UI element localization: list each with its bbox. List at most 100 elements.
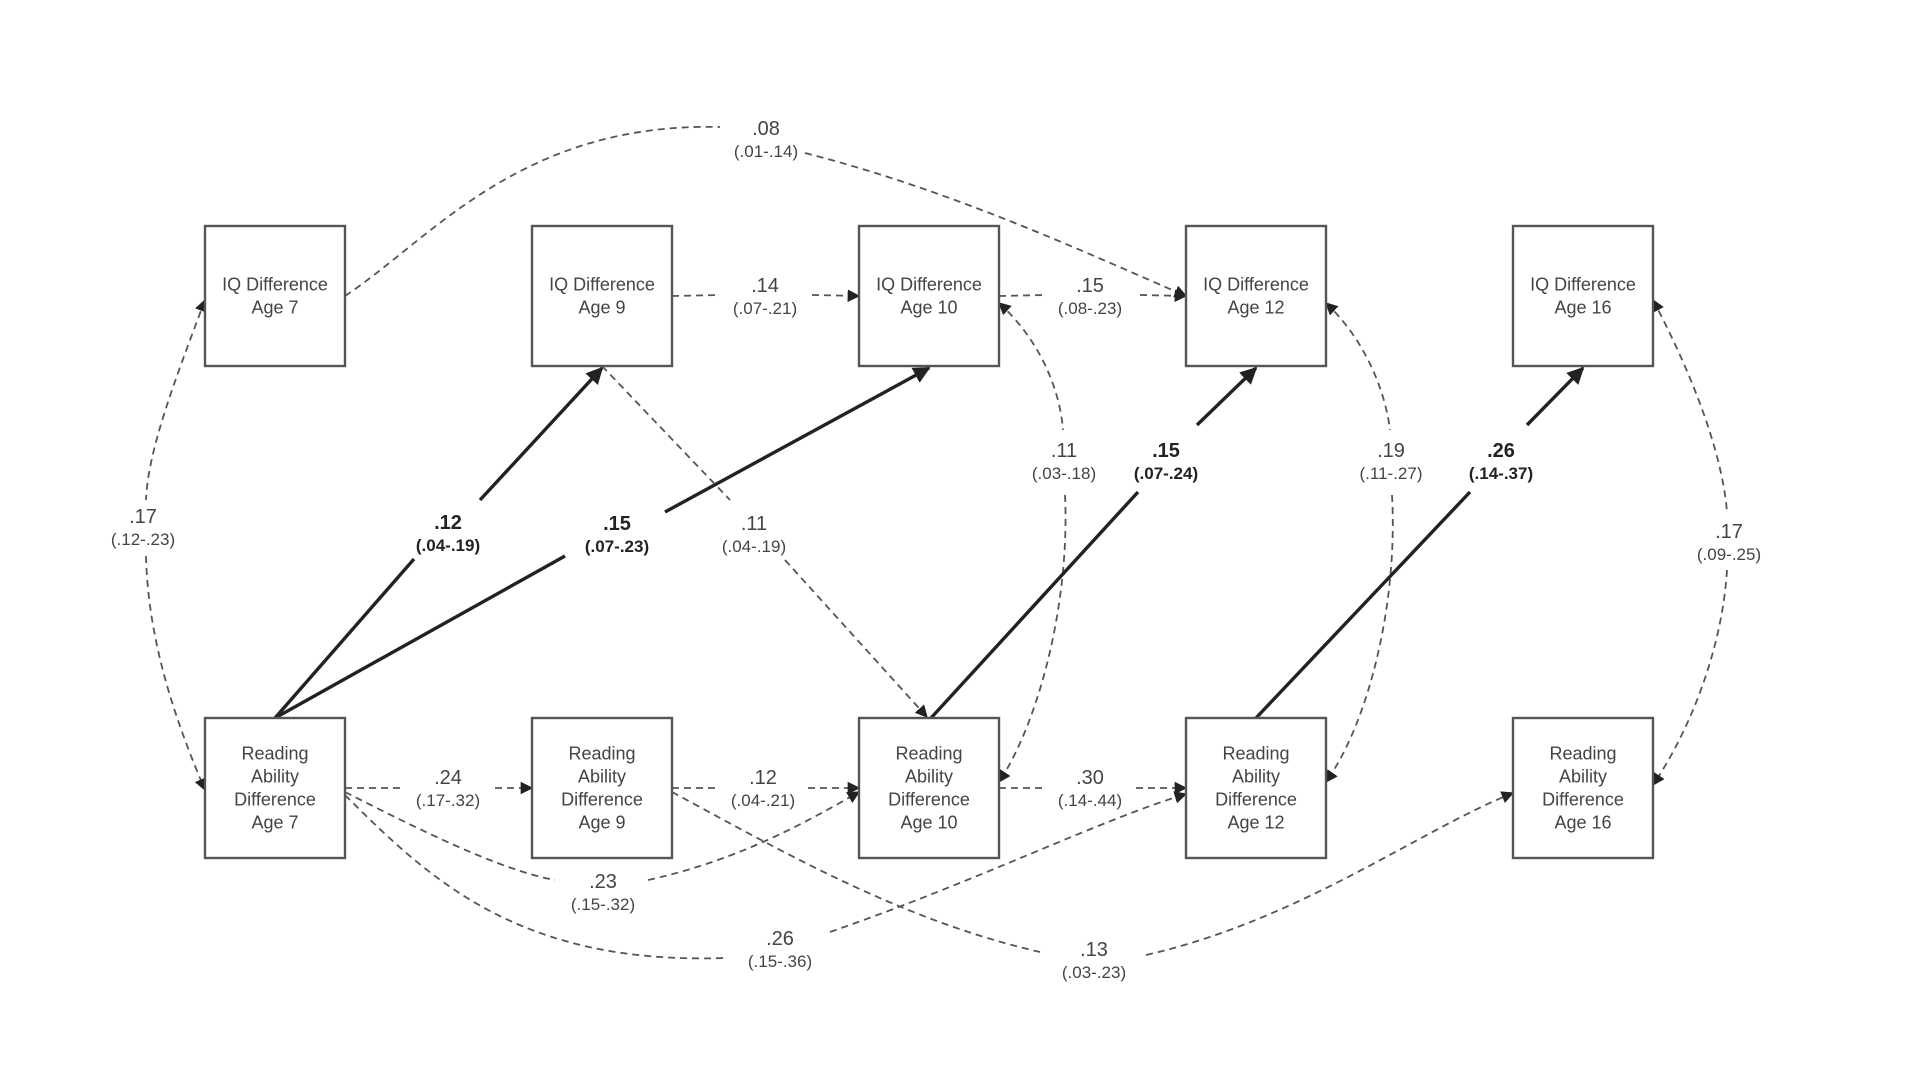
coefficient-label: .11: [1051, 440, 1077, 462]
solid-path-segment: [664, 366, 931, 514]
node-box: [857, 716, 1001, 860]
dashed-path-segment: [1652, 298, 1728, 513]
coefficient-label: .17: [1715, 521, 1743, 543]
node-label-line: Age 9: [578, 298, 625, 318]
solid-path-segment: [478, 366, 604, 502]
node-label-line: Reading: [1222, 744, 1289, 764]
coefficient-label: .15: [603, 513, 631, 535]
node-label-line: Reading: [895, 744, 962, 764]
dashed-path-segment: [601, 365, 731, 501]
edge-label-ra7-ra10: .23(.15-.32): [571, 871, 635, 914]
dashed-path-segment: [647, 791, 861, 881]
edge-label-ra9-ra16: .13 (.03-.23): [1062, 939, 1126, 982]
coefficient-label: .15: [1076, 275, 1104, 297]
edges-layer: [145, 126, 1728, 960]
labels-layer: .08(.01-.14).14(.07-.21).15(.08-.23).17(…: [111, 118, 1761, 982]
edge-label-ra7-iq9: .12(.04-.19): [416, 512, 480, 555]
dashed-path-segment: [671, 294, 721, 297]
node-label-line: Age 10: [900, 298, 957, 318]
confidence-interval-label: (.07-.23): [585, 537, 649, 556]
node-label-line: Age 7: [251, 298, 298, 318]
node-box: [1511, 716, 1655, 860]
dashed-path-segment: [784, 559, 928, 718]
node-label-line: IQ Difference: [222, 275, 328, 295]
node-box: [203, 716, 347, 860]
confidence-interval-label: (.04-.21): [731, 791, 795, 810]
coefficient-label: .11: [741, 513, 767, 535]
confidence-interval-label: (.14-.44): [1058, 791, 1122, 810]
edge-label-ra10-ra12: .30 (.14-.44): [1058, 767, 1122, 810]
confidence-interval-label: (.03-.23): [1062, 963, 1126, 982]
edge-label-ra9-ra10: .12 (.04-.21): [731, 767, 795, 810]
edge-label-iq16-ra16: .17(.09-.25): [1697, 521, 1761, 564]
solid-path-segment: [1254, 490, 1472, 720]
node-label-line: Difference: [1542, 790, 1624, 810]
coefficient-label: .13: [1080, 939, 1108, 961]
node-box: [857, 224, 1001, 368]
node-label-line: Age 16: [1554, 298, 1611, 318]
coefficient-label: .30: [1076, 767, 1104, 789]
edge-ra7-ra10: [344, 791, 861, 881]
node-label-line: Reading: [1549, 744, 1616, 764]
node-label-line: Ability: [578, 767, 626, 787]
edge-iq7-iq12: [344, 126, 1188, 298]
node-label-line: Age 7: [251, 813, 298, 833]
node-label-line: Age 12: [1227, 298, 1284, 318]
node-label-line: Reading: [568, 744, 635, 764]
node-label-line: Difference: [234, 790, 316, 810]
edge-ra7-iq9: [273, 366, 604, 720]
edge-label-iq7-ra7: .17(.12-.23): [111, 506, 175, 549]
node-label-line: Ability: [251, 767, 299, 787]
edge-label-ra10-iq12: .15(.07-.24): [1134, 440, 1198, 483]
dashed-path-segment: [998, 294, 1046, 297]
edge-iq10-ra10: [998, 302, 1067, 784]
node-label-line: IQ Difference: [1530, 275, 1636, 295]
dashed-path-segment: [1652, 569, 1728, 787]
edge-label-iq12-ra12: .19 (.11-.27): [1360, 440, 1423, 483]
dashed-path-segment: [1139, 289, 1188, 303]
dashed-path-segment: [344, 794, 726, 960]
edge-ra9-ra16: [671, 791, 1515, 956]
solid-path-segment: [1195, 366, 1258, 427]
edge-iq12-ra12: [1325, 302, 1394, 784]
node-label-line: IQ Difference: [1203, 275, 1309, 295]
node-label-line: Difference: [888, 790, 970, 810]
coefficient-label: .08: [752, 118, 780, 140]
confidence-interval-label: (.11-.27): [1360, 464, 1423, 483]
coefficient-label: .23: [589, 871, 617, 893]
edge-iq9-iq10: [671, 289, 861, 303]
edge-iq7-ra7: [145, 298, 207, 792]
node-box: [203, 224, 347, 368]
coefficient-label: .14: [751, 275, 779, 297]
edge-ra7-iq10: [274, 366, 931, 720]
confidence-interval-label: (.07-.24): [1134, 464, 1198, 483]
coefficient-label: .12: [749, 767, 777, 789]
edge-iq9-ra10: [601, 365, 928, 718]
node-label-line: Reading: [241, 744, 308, 764]
edge-label-ra12-iq16: .26(.14-.37): [1469, 440, 1533, 483]
edge-label-iq10-iq12: .15(.08-.23): [1058, 275, 1122, 318]
edge-label-ra7-ra12: .26(.15-.36): [748, 928, 812, 971]
confidence-interval-label: (.15-.36): [748, 952, 812, 971]
solid-path-segment: [274, 554, 566, 720]
edge-label-ra7-iq10: .15 (.07-.23): [585, 513, 649, 556]
node-label-line: IQ Difference: [876, 275, 982, 295]
coefficient-label: .17: [129, 506, 157, 528]
dashed-path-segment: [1325, 494, 1394, 784]
edge-label-iq9-ra10: .11(.04-.19): [722, 513, 786, 556]
dashed-path-segment: [829, 791, 1188, 933]
edge-ra12-iq16: [1254, 366, 1585, 720]
coefficient-label: .24: [434, 767, 462, 789]
dashed-path-segment: [811, 289, 861, 303]
node-label-line: Age 16: [1554, 813, 1611, 833]
coefficient-label: .19: [1377, 440, 1405, 462]
